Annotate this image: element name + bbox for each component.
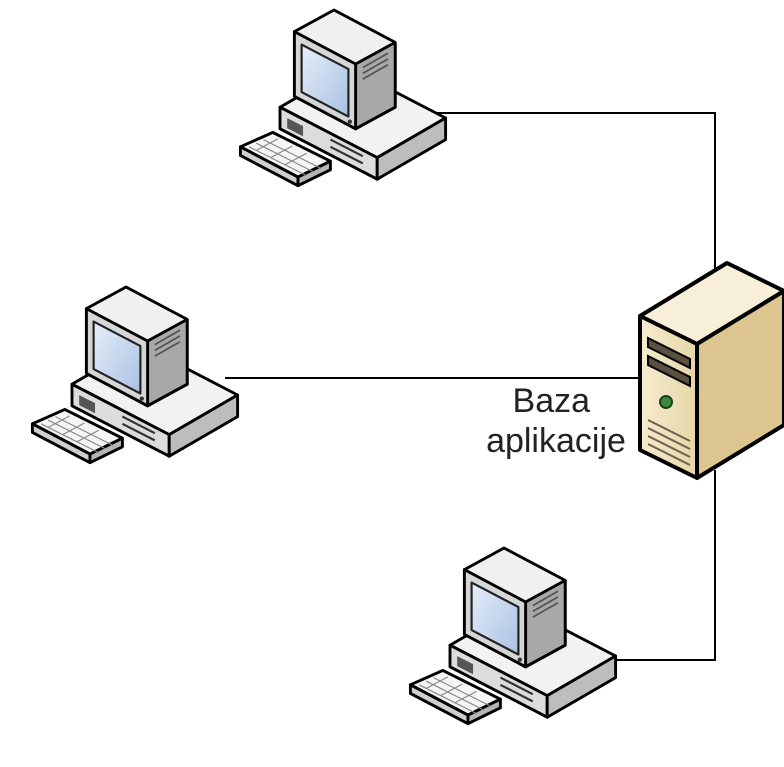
server-label: Baza aplikacije xyxy=(486,382,626,460)
desktop-computer-icon xyxy=(408,546,618,726)
workstation-top xyxy=(238,8,448,188)
desktop-computer-icon xyxy=(30,285,240,465)
workstation-left xyxy=(30,285,240,465)
server-label-line2: aplikacije xyxy=(486,422,626,460)
link-top-computer xyxy=(430,112,716,270)
server-tower xyxy=(638,261,784,480)
workstation-bottom xyxy=(408,546,618,726)
server-label-line1: Baza xyxy=(513,382,591,420)
desktop-computer-icon xyxy=(238,8,448,188)
connection-lines xyxy=(225,112,716,661)
server-icon xyxy=(638,261,784,480)
link-bottom-computer xyxy=(600,470,716,661)
